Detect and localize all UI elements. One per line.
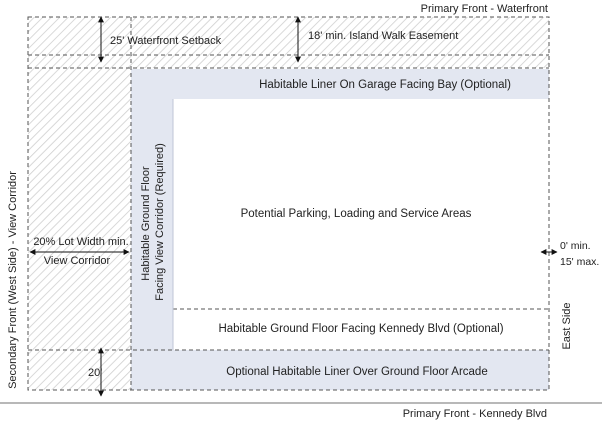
west-view-corridor-zone xyxy=(28,68,131,390)
waterfront-setback-zone xyxy=(28,17,549,68)
east-min-label: 0' min. xyxy=(560,240,591,252)
island-walk-easement-label: 18' min. Island Walk Easement xyxy=(308,30,458,42)
east-max-label: 15' max. xyxy=(560,256,599,268)
dim-20-label: 20' xyxy=(88,367,102,379)
lot-width-label-2: View Corridor xyxy=(44,255,111,267)
primary-front-waterfront-label: Primary Front - Waterfront xyxy=(421,3,548,15)
ground-floor-kennedy-label: Habitable Ground Floor Facing Kennedy Bl… xyxy=(218,323,503,335)
liner-garage-bay-label: Habitable Liner On Garage Facing Bay (Op… xyxy=(259,79,511,91)
primary-front-kennedy-label: Primary Front - Kennedy Blvd xyxy=(403,408,547,420)
waterfront-setback-label: 25' Waterfront Setback xyxy=(110,35,222,47)
lot-boundary xyxy=(27,16,550,391)
secondary-front-label: Secondary Front (West Side) - View Corri… xyxy=(7,171,19,389)
ground-floor-view-line2: Facing View Corridor (Required) xyxy=(154,143,166,301)
liner-garage-bay-zone xyxy=(131,69,549,99)
lot-width-label-1: 20% Lot Width min. xyxy=(33,236,128,248)
liner-arcade-label: Optional Habitable Liner Over Ground Flo… xyxy=(226,366,487,378)
liner-arcade-zone xyxy=(131,350,549,390)
ground-floor-view-zone xyxy=(131,99,173,350)
ground-floor-view-line1: Habitable Ground Floor xyxy=(140,166,152,281)
ground-floor-view-label: Habitable Ground Floor Facing View Corri… xyxy=(140,143,166,301)
parking-area-label: Potential Parking, Loading and Service A… xyxy=(241,208,472,220)
east-side-label: East Side xyxy=(561,302,573,349)
